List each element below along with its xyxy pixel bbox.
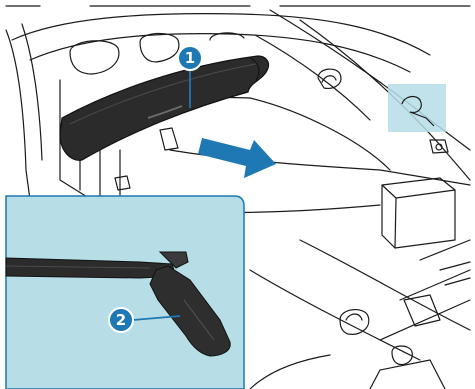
removal-arrow-icon [198,138,276,178]
detail-inset [6,196,244,389]
callout-1-label: 1 [185,49,195,67]
latch-highlight-box [388,84,446,132]
callout-2-label: 2 [116,311,126,329]
